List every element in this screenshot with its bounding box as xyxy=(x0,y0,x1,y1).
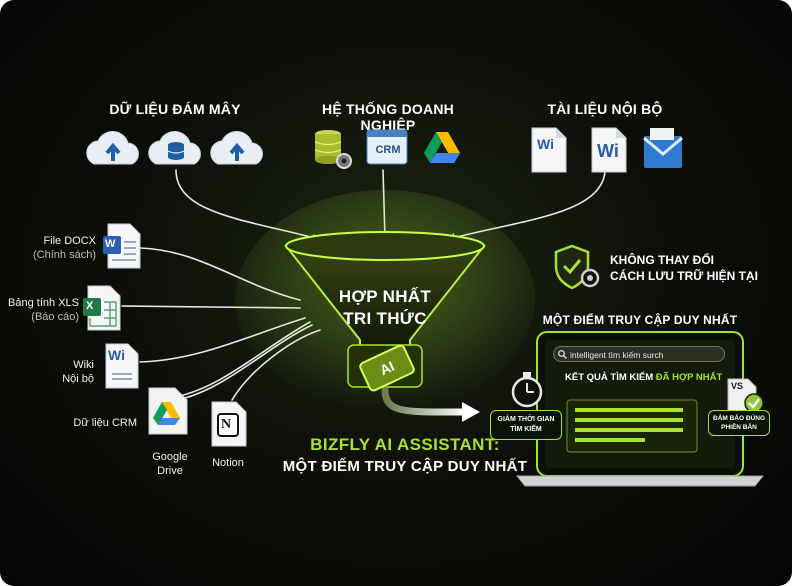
crm-drive-file-icon xyxy=(148,387,188,435)
database-gear-icon xyxy=(314,130,352,169)
assistant-subtitle: MỘT ĐIỂM TRUY CẬP DUY NHẤT xyxy=(282,458,528,475)
google-drive-icon xyxy=(424,132,460,163)
laptop-illustration xyxy=(515,331,765,487)
wiki-glyph-2: Wi xyxy=(597,141,619,161)
version-badge-glyph: VS xyxy=(731,381,744,391)
word-document-icon xyxy=(531,127,567,173)
search-input[interactable]: intelligent tìm kiếm surch xyxy=(553,346,725,362)
wiki-glyph-1: Wi xyxy=(537,136,554,152)
search-icon xyxy=(558,350,567,359)
version-badge: ĐẢM BẢO ĐÚNG PHIÊN BẢN xyxy=(708,410,770,436)
source-xls-label: Bảng tính XLS (Báo cáo) xyxy=(8,297,79,323)
crm-window-icon xyxy=(366,129,408,165)
internal-doc-icons xyxy=(531,127,683,173)
notion-glyph: N xyxy=(221,417,232,432)
stopwatch-icon xyxy=(511,372,543,408)
xls-glyph: X xyxy=(86,300,94,312)
cloud-database-icon xyxy=(148,131,201,165)
xls-file-icon xyxy=(83,285,121,331)
header-cloud: DỮ LIỆU ĐÁM MÂY xyxy=(109,101,241,117)
shield-gear-icon xyxy=(554,244,600,290)
timer-badge: GIẢM THỜI GIAN TÌM KIẾM xyxy=(490,410,562,440)
docx-glyph: W xyxy=(105,238,116,250)
source-crm-label: Dữ liệu CRM xyxy=(73,417,137,429)
cloud-icons xyxy=(86,131,263,165)
storage-note: KHÔNG THAY ĐỔI CÁCH LƯU TRỮ HIỆN TẠI xyxy=(610,253,758,283)
cloud-upload-icon xyxy=(86,131,139,165)
wiki-glyph: Wi xyxy=(108,347,125,363)
source-gdrive-label: Google Drive xyxy=(152,451,188,477)
word-document-icon xyxy=(591,127,627,173)
results-heading: KẾT QUẢ TÌM KIẾM ĐÃ HỢP NHẤT xyxy=(565,372,723,383)
enterprise-icons xyxy=(314,129,460,169)
source-docx-label: File DOCX (Chính sách) xyxy=(33,235,96,261)
crm-label: CRM xyxy=(375,144,401,156)
notion-file-icon xyxy=(211,401,247,447)
cloud-upload-icon xyxy=(210,131,263,165)
docx-file-icon xyxy=(103,223,141,269)
assistant-title: BIZFLY AI ASSISTANT: xyxy=(310,435,500,454)
header-enterprise: HỆ THỐNG DOANH NGHIỆP xyxy=(322,101,454,133)
mail-icon xyxy=(643,128,683,168)
funnel-rim xyxy=(285,231,485,261)
wiki-file-icon xyxy=(105,343,139,389)
header-internal: TÀI LIỆU NỘI BỘ xyxy=(547,101,663,117)
source-wiki-label: Wiki Nội bộ xyxy=(62,359,94,385)
source-notion-label: Notion xyxy=(212,457,244,469)
laptop-header: MỘT ĐIỂM TRUY CẬP DUY NHẤT xyxy=(542,313,738,327)
funnel-title: HỢP NHẤT TRI THỨC xyxy=(338,287,432,328)
